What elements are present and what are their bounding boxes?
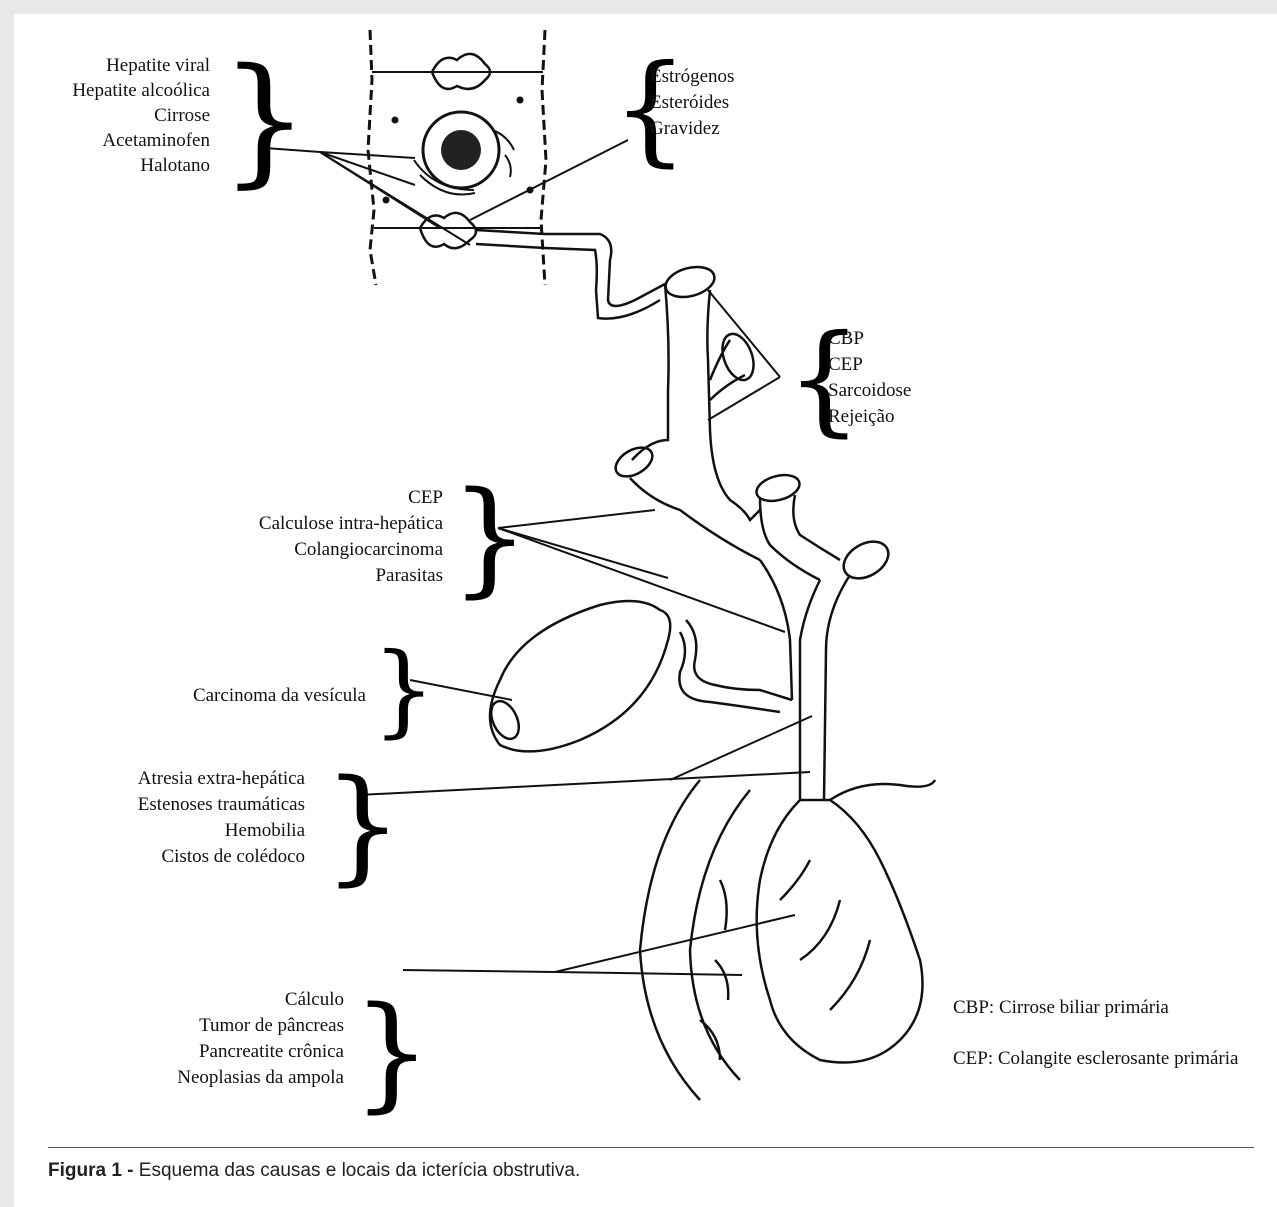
label-esteroides: Esteróides bbox=[650, 92, 729, 113]
brace-intrahepatic: } bbox=[450, 465, 530, 610]
brace-extrahepatic: } bbox=[323, 753, 403, 898]
brace-gallbladder: } bbox=[372, 631, 436, 748]
label-halotano: Halotano bbox=[140, 155, 210, 176]
figure-caption: Figura 1 - Esquema das causas e locais d… bbox=[48, 1160, 1248, 1182]
label-hepatite-alcoolica: Hepatite alcoólica bbox=[72, 80, 210, 101]
legend: CBP: Cirrose biliar primária CEP: Colang… bbox=[953, 997, 1239, 1069]
label-sarcoidose: Sarcoidose bbox=[828, 380, 911, 401]
label-estrogenos: Estrógenos bbox=[650, 66, 734, 87]
caption-text: Esquema das causas e locais da icterícia… bbox=[134, 1160, 581, 1181]
label-hemobilia: Hemobilia bbox=[225, 820, 306, 841]
label-hepatite-viral: Hepatite viral bbox=[106, 55, 210, 76]
legend-cep: CEP: Colangite esclerosante primária bbox=[953, 1048, 1239, 1069]
labels-intrahepatic: CEP Calculose intra-hepática Colangiocar… bbox=[259, 487, 444, 586]
label-cep: CEP bbox=[828, 354, 863, 375]
label-acetaminofen: Acetaminofen bbox=[102, 130, 210, 151]
caption-rule bbox=[48, 1147, 1254, 1148]
label-estenoses: Estenoses traumáticas bbox=[138, 794, 305, 815]
labels-hormonal: Estrógenos Esteróides Gravidez bbox=[650, 66, 734, 139]
label-cirrose: Cirrose bbox=[154, 105, 210, 126]
labels-gallbladder: Carcinoma da vesícula bbox=[193, 685, 367, 706]
label-tumor-pancreas: Tumor de pâncreas bbox=[199, 1015, 344, 1036]
label-cistos: Cistos de colédoco bbox=[161, 846, 305, 867]
label-neoplasias: Neoplasias da ampola bbox=[177, 1067, 344, 1088]
label-colangiocarcinoma: Colangiocarcinoma bbox=[294, 539, 443, 560]
caption-label: Figura 1 - bbox=[48, 1160, 134, 1181]
brace-ampulla: } bbox=[352, 980, 432, 1125]
label-pancreatite: Pancreatite crônica bbox=[199, 1041, 345, 1062]
label-parasitas: Parasitas bbox=[375, 565, 443, 586]
label-calculose: Calculose intra-hepática bbox=[259, 513, 444, 534]
labels-ampulla: Cálculo Tumor de pâncreas Pancreatite cr… bbox=[177, 989, 344, 1088]
legend-cbp: CBP: Cirrose biliar primária bbox=[953, 997, 1169, 1018]
label-cbp: CBP bbox=[828, 328, 864, 349]
label-gravidez: Gravidez bbox=[650, 118, 720, 139]
label-cep-intra: CEP bbox=[408, 487, 443, 508]
brace-hepatocellular: } bbox=[220, 39, 309, 202]
label-rejeicao: Rejeição bbox=[828, 406, 894, 427]
label-carcinoma-vesicula: Carcinoma da vesícula bbox=[193, 685, 367, 706]
label-atresia: Atresia extra-hepática bbox=[138, 768, 306, 789]
duodenum-pancreas bbox=[640, 780, 935, 1100]
label-calculo: Cálculo bbox=[285, 989, 344, 1010]
labels-extrahepatic: Atresia extra-hepática Estenoses traumát… bbox=[138, 768, 306, 867]
labels-hepatocellular: Hepatite viral Hepatite alcoólica Cirros… bbox=[72, 55, 210, 176]
